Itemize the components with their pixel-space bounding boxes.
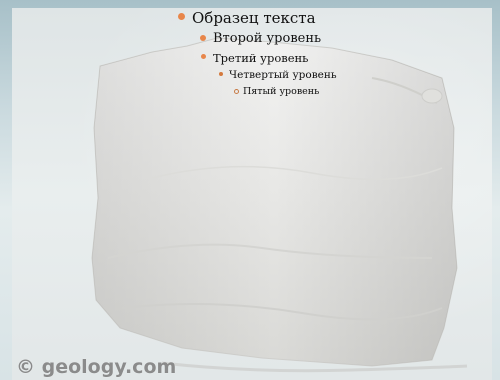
bullet-level-5: Пятый уровень bbox=[234, 86, 320, 97]
bullet-dot-icon bbox=[178, 13, 185, 20]
bullet-ring-icon bbox=[234, 89, 239, 94]
photo-watermark: © geology.com bbox=[16, 356, 177, 378]
bullet-level-5-text: Пятый уровень bbox=[243, 86, 320, 97]
bullet-dot-icon bbox=[200, 35, 206, 41]
bullet-level-3: Третий уровень bbox=[201, 51, 309, 65]
bullet-level-3-text: Третий уровень bbox=[213, 51, 309, 65]
bullet-level-1: Образец текста bbox=[178, 9, 316, 27]
bullet-level-4-text: Четвертый уровень bbox=[229, 69, 337, 81]
bullet-level-2-text: Второй уровень bbox=[213, 31, 322, 46]
bullet-level-1-text: Образец текста bbox=[192, 9, 316, 27]
chalk-rock-image bbox=[91, 37, 468, 373]
bullet-level-4: Четвертый уровень bbox=[219, 69, 337, 81]
bullet-level-2: Второй уровень bbox=[200, 31, 322, 46]
chalk-rock-photo bbox=[12, 8, 492, 380]
bullet-dot-icon bbox=[219, 72, 223, 76]
bullet-dot-icon bbox=[201, 54, 206, 59]
